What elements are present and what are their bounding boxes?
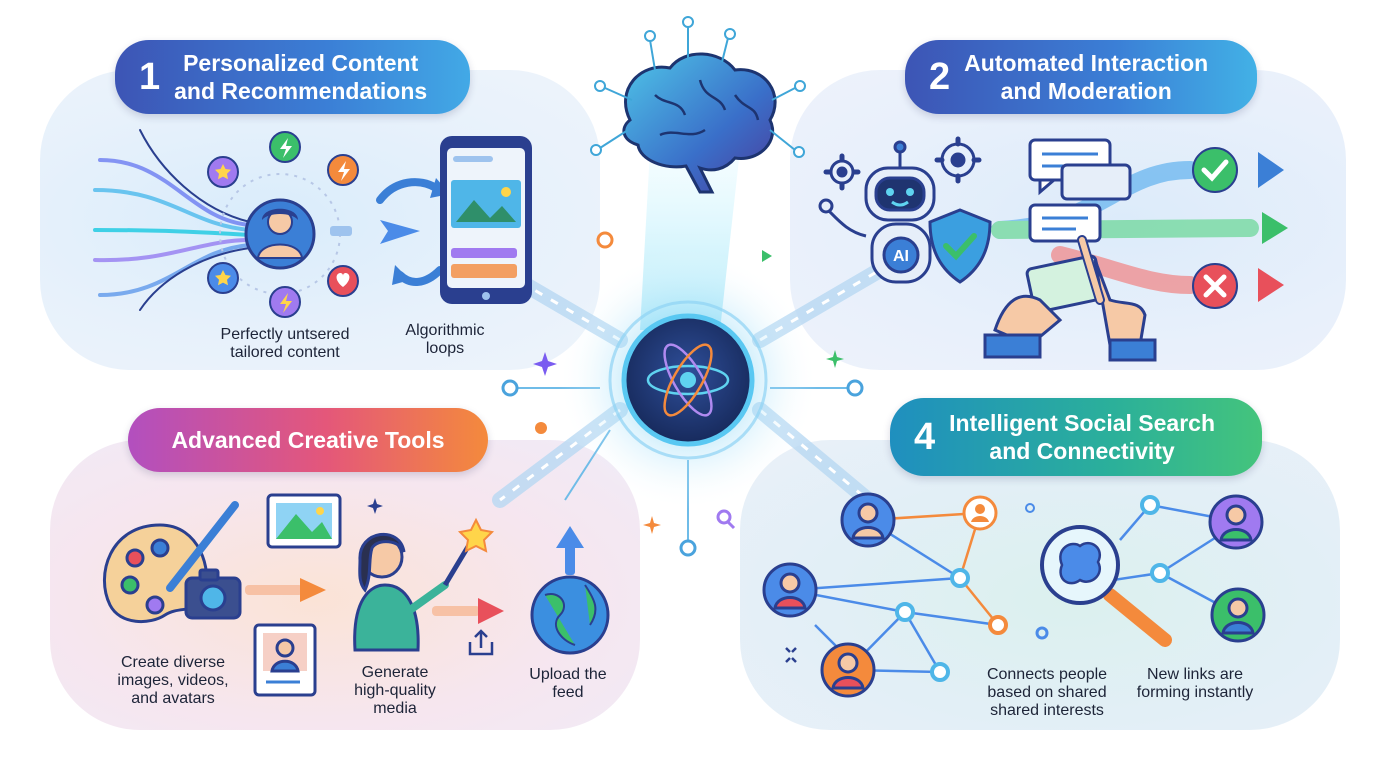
section-title-line2: and Connectivity xyxy=(989,438,1175,464)
chat-bubble-icon xyxy=(1028,138,1132,243)
network-node xyxy=(895,495,1170,682)
atom-icon xyxy=(646,343,730,417)
caption-new-links: New links are forming instantly xyxy=(1136,666,1254,701)
sparkle-cross-icon xyxy=(785,647,797,663)
star-icon xyxy=(215,164,231,286)
section-title-creative: Advanced Creative Tools xyxy=(128,408,488,472)
section-title-line2: and Recommendations xyxy=(174,78,428,104)
caption-connects-people: Connects people based on shared shared i… xyxy=(986,666,1108,719)
lightning-icon xyxy=(280,138,350,313)
section-title-line1: Automated Interaction xyxy=(964,50,1209,76)
network-links xyxy=(789,503,1241,674)
loop-arrow-top xyxy=(376,178,440,204)
section-title-line1: Intelligent Social Search xyxy=(949,410,1215,436)
section-number: 1 xyxy=(139,55,161,98)
caption-generate-media: Generate high-quality media xyxy=(354,664,436,717)
arrow-right-icon xyxy=(330,220,420,244)
ray-node-left xyxy=(501,379,519,397)
search-icon xyxy=(716,509,1049,640)
brain-icon xyxy=(622,52,777,194)
caption-create-diverse: Create diverse images, videos, and avata… xyxy=(117,654,229,707)
arrow-right-icon xyxy=(245,578,504,624)
person-avatar-icon xyxy=(762,492,1266,698)
hand-tablet-icon xyxy=(983,235,1157,362)
image-icon xyxy=(266,493,342,549)
section-title-line2: and Moderation xyxy=(1000,78,1172,104)
upload-arrow-icon xyxy=(556,526,584,575)
smartphone-icon xyxy=(440,136,532,304)
approve-check-icon xyxy=(1192,147,1238,193)
creator-person-icon xyxy=(353,533,475,652)
camera-icon xyxy=(184,568,242,620)
caption-upload-feed: Upload the feed xyxy=(529,666,607,701)
palette-icon xyxy=(102,501,239,624)
section-number: 2 xyxy=(929,55,951,98)
ray-node-right xyxy=(846,379,864,397)
section-number: 4 xyxy=(914,415,936,458)
section-title-social-search: 4 Intelligent Social Search and Connecti… xyxy=(890,398,1262,476)
robot-icon xyxy=(818,140,936,284)
section-title-moderation: 2 Automated Interaction and Moderation xyxy=(905,40,1257,114)
caption-tailored-content: Perfectly untsered tailored content xyxy=(220,326,350,361)
section-title-line1: Advanced Creative Tools xyxy=(171,427,445,453)
avatar-card-icon xyxy=(253,623,317,697)
upload-icon xyxy=(468,629,494,656)
reject-x-icon xyxy=(1192,263,1238,309)
shield-check-icon xyxy=(928,208,992,284)
globe-icon xyxy=(530,575,610,655)
data-streams xyxy=(93,129,252,311)
sparkle-icon xyxy=(533,350,844,534)
section-title-line1: Personalized Content xyxy=(183,50,419,76)
magic-star-icon xyxy=(457,517,495,553)
robot-ai-badge: AI xyxy=(893,248,909,265)
heart-icon xyxy=(336,273,350,287)
section-title-personalized: 1 Personalized Content and Recommendatio… xyxy=(115,40,470,114)
ray-node-bottom xyxy=(679,539,697,557)
magnifier-brain-icon xyxy=(1040,525,1172,647)
user-avatar-icon xyxy=(244,198,316,270)
caption-algorithmic-loops: Algorithmic loops xyxy=(405,322,485,357)
brain-circuit-nodes xyxy=(590,16,806,158)
